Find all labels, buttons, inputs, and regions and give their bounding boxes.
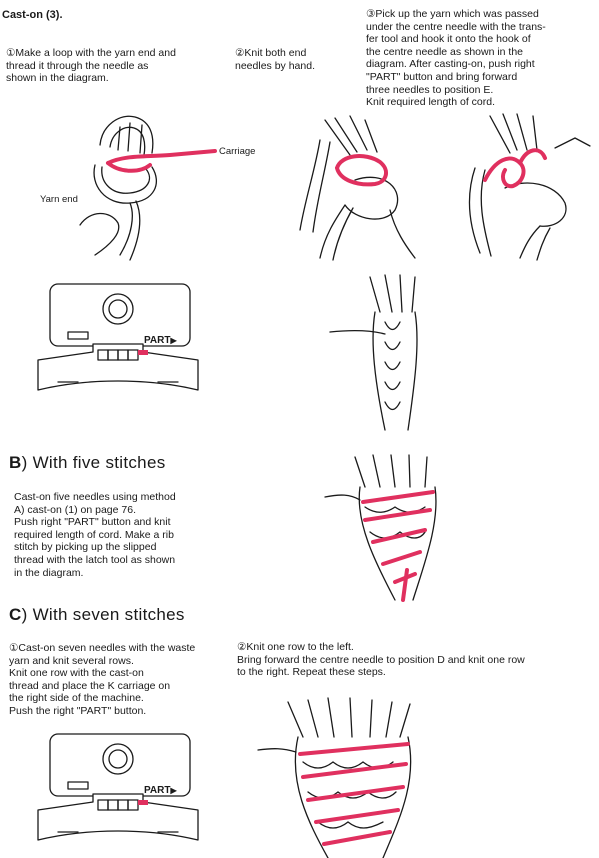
carriage-label: Carriage bbox=[219, 146, 256, 157]
section-c-title: With seven stitches bbox=[32, 605, 185, 624]
step-2: ②Knit both end needles by hand. bbox=[235, 47, 345, 72]
section-b-letter: B bbox=[9, 453, 22, 472]
section-b-text: Cast-on five needles using method A) cas… bbox=[14, 491, 176, 579]
carriage-diagram-1 bbox=[37, 283, 199, 391]
section-c-step-1-number: ① bbox=[9, 642, 19, 654]
yarn-end-label: Yarn end bbox=[40, 194, 78, 205]
part-arrow-icon-2: ▶ bbox=[170, 786, 177, 795]
cord-diagram bbox=[329, 274, 418, 431]
step-2-text: Knit both end needles by hand. bbox=[235, 47, 315, 72]
seven-stitch-diagram bbox=[257, 697, 412, 858]
loop-diagram bbox=[79, 115, 217, 261]
section-c-step-2: ②Knit one row to the left. Bring forward… bbox=[237, 641, 597, 679]
section-c-step-2-text: Knit one row to the left. Bring forward … bbox=[237, 641, 525, 679]
section-b-heading: B) With five stitches bbox=[9, 453, 166, 472]
page-title: Cast-on (3). bbox=[2, 9, 63, 21]
part-label-1: PART▶ bbox=[144, 335, 177, 348]
step-3: ③Pick up the yarn which was passed under… bbox=[366, 8, 591, 109]
centre-needle-diagram bbox=[468, 113, 591, 261]
step-1-number: ① bbox=[6, 47, 16, 59]
step-1: ①Make a loop with the yarn end and threa… bbox=[6, 47, 216, 85]
end-needles-diagram bbox=[299, 115, 416, 261]
section-b-title: With five stitches bbox=[32, 453, 166, 472]
section-c-letter: C bbox=[9, 605, 22, 624]
section-c-step-1: ①Cast-on seven needles with the waste ya… bbox=[9, 642, 234, 718]
carriage-diagram-2 bbox=[37, 733, 199, 841]
part-label-2: PART▶ bbox=[144, 785, 177, 798]
section-c-step-2-number: ② bbox=[237, 641, 247, 653]
step-1-text: Make a loop with the yarn end and thread… bbox=[6, 47, 176, 85]
rib-cord-diagram bbox=[324, 454, 437, 602]
step-3-number: ③ bbox=[366, 8, 376, 20]
step-3-text: Pick up the yarn which was passed under … bbox=[366, 8, 546, 109]
section-c-heading: C) With seven stitches bbox=[9, 605, 185, 624]
part-text-2: PART bbox=[144, 785, 171, 796]
part-text-1: PART bbox=[144, 335, 171, 346]
step-2-number: ② bbox=[235, 47, 245, 59]
part-arrow-icon-1: ▶ bbox=[170, 336, 177, 345]
section-c-step-1-text: Cast-on seven needles with the waste yar… bbox=[9, 642, 196, 717]
